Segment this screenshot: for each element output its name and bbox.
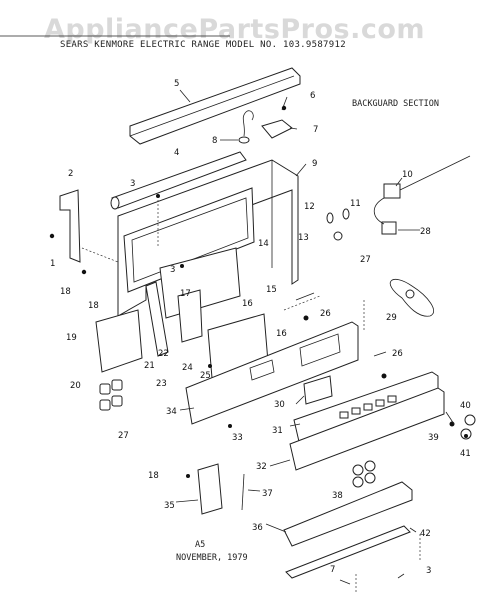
part-switch-13 [333, 231, 343, 241]
part-wire-loop [389, 278, 435, 317]
part-clip [241, 473, 245, 511]
part-label: 14 [258, 239, 269, 249]
part-label: 41 [460, 449, 471, 459]
part-label: 39 [428, 433, 439, 443]
part-label: 23 [156, 379, 167, 389]
part-label: 6 [310, 91, 315, 101]
part-bracket-17 [177, 289, 203, 343]
part-label: 12 [304, 202, 315, 212]
part-number-labels: 1 2 3 3 3 4 5 6 7 7 8 9 10 11 12 13 14 1… [50, 79, 471, 576]
part-side-trim [59, 189, 81, 263]
diagram-date: NOVEMBER, 1979 [176, 553, 248, 563]
section-title: BACKGUARD SECTION [352, 99, 439, 109]
part-label: 33 [232, 433, 243, 443]
part-label: 3 [130, 179, 135, 189]
part-label: 31 [272, 426, 283, 436]
diagram-header: SEARS KENMORE ELECTRIC RANGE MODEL NO. 1… [60, 40, 346, 50]
part-lower-panel [95, 309, 143, 373]
part-label: 16 [276, 329, 287, 339]
part-switch-11 [342, 208, 350, 220]
part-label: 28 [420, 227, 431, 237]
part-label: 7 [313, 125, 318, 135]
part-label: 37 [262, 489, 273, 499]
part-control-knobs [352, 460, 376, 488]
part-label: 16 [242, 299, 253, 309]
figure-code: A5 [195, 540, 206, 550]
part-label: 42 [420, 529, 431, 539]
part-label: 18 [88, 301, 99, 311]
part-label: 7 [330, 565, 335, 575]
part-trim-panel [289, 387, 445, 471]
part-knob-40 [464, 414, 476, 426]
part-label: 25 [200, 371, 211, 381]
part-label: 30 [274, 400, 285, 410]
part-label: 3 [426, 566, 431, 576]
part-knobs [99, 379, 123, 411]
part-label: 26 [320, 309, 331, 319]
part-bottom-channel [285, 525, 411, 579]
part-socket-wire [242, 110, 254, 137]
part-label: 38 [332, 491, 343, 501]
part-label: 5 [174, 79, 179, 89]
part-bottom-trim [283, 481, 413, 547]
part-window-glass [123, 187, 255, 293]
part-label: 20 [70, 381, 81, 391]
part-label: 1 [50, 259, 55, 269]
part-label: 35 [164, 501, 175, 511]
part-label: 27 [118, 431, 129, 441]
part-label: 13 [298, 233, 309, 243]
part-label: 36 [252, 523, 263, 533]
part-lower-bracket [197, 463, 223, 515]
part-support-bar [145, 281, 169, 357]
control-buttons [339, 395, 397, 419]
watermark: AppliancePartsPros.com [44, 14, 426, 45]
screws [49, 105, 468, 478]
part-label: 34 [166, 407, 177, 417]
part-clock-motor [383, 183, 401, 199]
part-label: 29 [386, 313, 397, 323]
part-label: 3 [170, 265, 175, 275]
part-label: 4 [174, 148, 179, 158]
part-label: 2 [68, 169, 73, 179]
part-label: 19 [66, 333, 77, 343]
part-label: 15 [266, 285, 277, 295]
part-label: 18 [148, 471, 159, 481]
part-label: 40 [460, 401, 471, 411]
part-label: 32 [256, 462, 267, 472]
part-clock [303, 375, 333, 405]
part-label: 21 [144, 361, 155, 371]
part-label: 27 [360, 255, 371, 265]
part-backguard-frame [117, 159, 299, 317]
part-label: 26 [392, 349, 403, 359]
part-label: 9 [312, 159, 317, 169]
part-label: 24 [182, 363, 193, 373]
part-label: 8 [212, 136, 217, 146]
part-switch-12 [326, 212, 334, 224]
part-label: 18 [60, 287, 71, 297]
part-transformer [381, 221, 397, 235]
part-bracket [261, 119, 293, 139]
part-label: 17 [180, 289, 191, 299]
part-label: 10 [402, 170, 413, 180]
part-label: 11 [350, 199, 361, 209]
part-label: 22 [158, 349, 169, 359]
